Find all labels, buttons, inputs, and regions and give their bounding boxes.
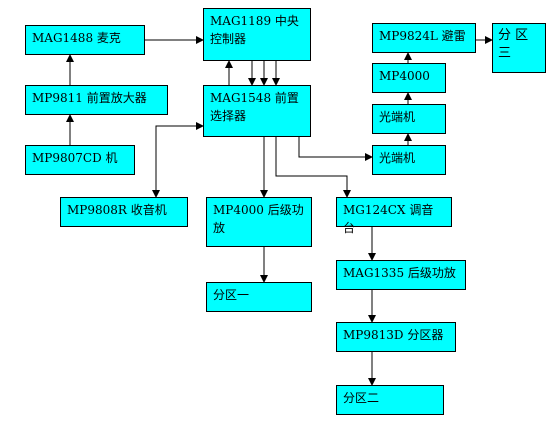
label-mag1488: MAG1488 麦克 <box>32 31 121 45</box>
box-mg124cx-mixer: MG124CX 调音台 <box>336 197 452 235</box>
label-guangduan2: 光端机 <box>379 151 416 165</box>
label-mp9811: MP9811 前置放大器 <box>32 91 147 105</box>
wire-mp9808r-mag1548 <box>152 122 204 198</box>
label-mag1189: MAG1189 中央控制器 <box>210 14 299 46</box>
label-mp9824l: MP9824L 避雷 <box>379 29 466 43</box>
label-zone2: 分区二 <box>343 391 380 405</box>
label-mg124cx: MG124CX 调音台 <box>343 203 434 235</box>
box-mp9807cd-player: MP9807CD 机 <box>25 145 135 175</box>
label-mp9808r: MP9808R 收音机 <box>67 203 167 217</box>
label-mag1335: MAG1335 后级功放 <box>343 266 456 280</box>
label-zone3: 分 区 三 <box>498 28 529 61</box>
box-mag1189-central-controller: MAG1189 中央控制器 <box>203 8 311 61</box>
wire-mag1548-to-guangduan2 <box>298 137 373 161</box>
box-optical-transceiver-2: 光端机 <box>372 145 446 175</box>
box-mp9813d-zoner: MP9813D 分区器 <box>336 322 456 352</box>
box-zone-1: 分区一 <box>206 282 312 312</box>
label-mp4000-amp: MP4000 后级功放 <box>213 203 304 235</box>
label-mag1548: MAG1548 前置选择器 <box>210 91 299 123</box>
box-mag1488-mic: MAG1488 麦克 <box>25 25 145 55</box>
box-mp9811-preamp: MP9811 前置放大器 <box>25 85 168 115</box>
label-guangduan1: 光端机 <box>379 110 416 124</box>
label-mp9813d: MP9813D 分区器 <box>343 328 444 342</box>
box-mag1335-power-amp: MAG1335 后级功放 <box>336 260 466 290</box>
box-mp9824l-surge-protector: MP9824L 避雷 <box>372 23 476 53</box>
box-optical-transceiver-1: 光端机 <box>372 104 446 134</box>
box-zone-2: 分区二 <box>336 385 444 415</box>
box-mp4000-power-amp: MP4000 后级功放 <box>206 197 312 247</box>
box-mp4000-top: MP4000 <box>372 63 446 93</box>
label-mp9807cd: MP9807CD 机 <box>32 151 118 165</box>
wire-mag1548-to-mg124cx <box>275 137 351 198</box>
label-mp4000-top: MP4000 <box>379 69 430 83</box>
label-zone1: 分区一 <box>213 288 250 302</box>
box-zone-3: 分 区 三 <box>492 23 546 73</box>
box-mag1548-preselector: MAG1548 前置选择器 <box>203 85 311 137</box>
box-mp9808r-radio: MP9808R 收音机 <box>60 197 188 227</box>
